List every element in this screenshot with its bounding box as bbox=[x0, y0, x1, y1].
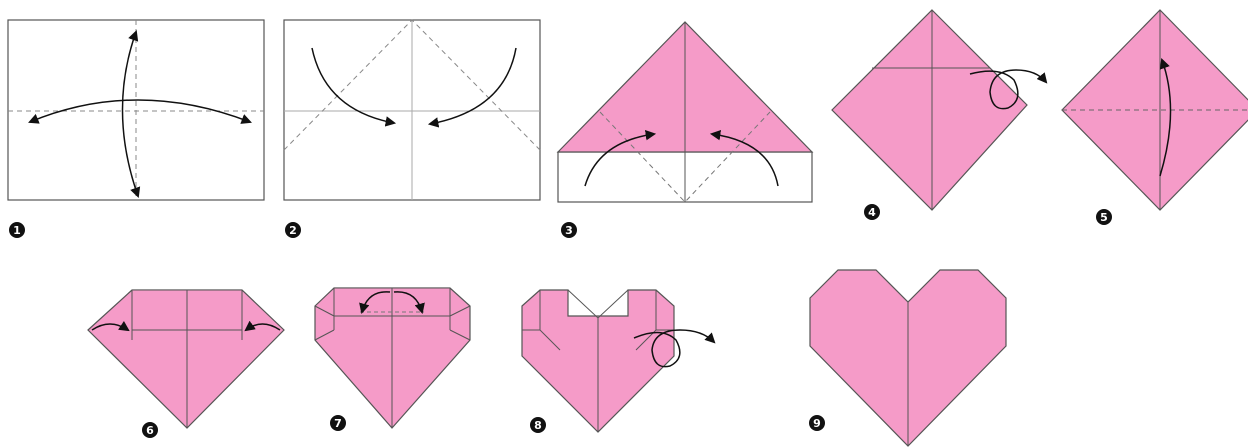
step-7-diagram bbox=[314, 287, 471, 429]
step-1-diagram bbox=[7, 19, 265, 201]
fold-arrow-right bbox=[709, 129, 779, 187]
fold-arrow-left bbox=[359, 291, 391, 315]
step-number: 1 bbox=[13, 224, 21, 237]
diagonal-fold-lines bbox=[283, 19, 541, 151]
step-7-badge: 7 bbox=[330, 415, 346, 431]
fold-arrow-right bbox=[393, 291, 425, 315]
step-6-badge: 6 bbox=[142, 422, 158, 438]
fold-up-arrow bbox=[1159, 58, 1172, 177]
fold-arrow-vertical bbox=[121, 30, 141, 198]
step-9-badge: 9 bbox=[809, 415, 825, 431]
step-number: 4 bbox=[868, 206, 876, 219]
step-number: 7 bbox=[334, 417, 342, 430]
fold-arrow-left bbox=[584, 129, 657, 187]
step-4-diagram bbox=[831, 9, 1048, 211]
step-number: 2 bbox=[289, 224, 297, 237]
corner-fold-arrow-left bbox=[91, 320, 130, 332]
fold-arrow-left bbox=[311, 47, 397, 127]
step-number: 3 bbox=[565, 224, 573, 237]
step-8-badge: 8 bbox=[530, 417, 546, 433]
step-3-diagram bbox=[556, 21, 814, 203]
fold-arrow-right bbox=[427, 47, 517, 128]
step-number: 8 bbox=[534, 419, 542, 432]
step-4-badge: 4 bbox=[864, 204, 880, 220]
step-5-diagram bbox=[1061, 9, 1248, 211]
step-5-badge: 5 bbox=[1096, 209, 1112, 225]
step-8-diagram bbox=[521, 289, 716, 433]
step-2-diagram bbox=[283, 19, 541, 201]
step-2-badge: 2 bbox=[285, 222, 301, 238]
step-6-diagram bbox=[87, 289, 285, 429]
turn-over-arrow bbox=[633, 329, 716, 368]
turn-over-arrow bbox=[969, 69, 1048, 110]
folded-diamond bbox=[831, 9, 1028, 211]
step-number: 6 bbox=[146, 424, 154, 437]
step-1-badge: 1 bbox=[9, 222, 25, 238]
step-number: 9 bbox=[813, 417, 821, 430]
corner-fold-arrow-right bbox=[244, 320, 281, 332]
step-number: 5 bbox=[1100, 211, 1108, 224]
step-3-badge: 3 bbox=[561, 222, 577, 238]
step-9-diagram bbox=[809, 269, 1007, 447]
